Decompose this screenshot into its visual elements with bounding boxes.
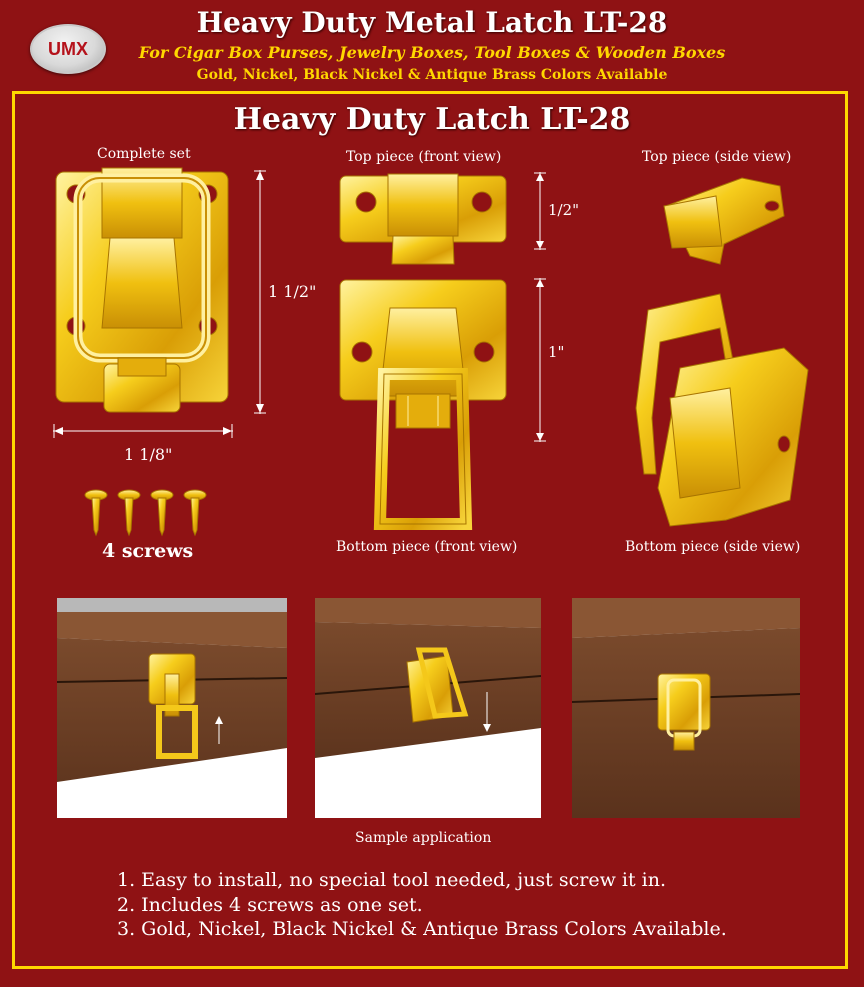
umx-logo: UMX [30,24,106,74]
top-front-caption: Top piece (front view) [346,149,502,165]
page-title: Heavy Duty Metal Latch LT-28 [196,6,668,39]
screws-label: 4 screws [102,540,194,562]
content-frame [12,91,848,969]
width-label: 1 1/8" [124,445,173,464]
bottom-piece-side-image [635,293,809,527]
top-piece-front-image [339,173,507,265]
open-instruction-line1: To open: [202,772,274,791]
feature-item-2: 2. Includes 4 screws as one set. [117,894,423,916]
sample-photo-close: To close: pull down [315,598,541,818]
bottom-piece-front-image [339,279,507,530]
screws-image [84,489,207,537]
top-piece-side-image [663,177,785,265]
close-instruction-line2: pull down [451,792,531,811]
height-label: 1 1/2" [268,282,317,301]
sample-photo-open: To open: push up [57,598,287,818]
top-height-dimension-line [534,172,546,250]
bottom-side-caption: Bottom piece (side view) [625,539,801,555]
feature-item-1: 1. Easy to install, no special tool need… [117,869,666,891]
complete-set-caption: Complete set [97,146,191,162]
open-instruction: To open: push up [203,772,274,812]
height-dimension-line [254,170,266,414]
logo-text: UMX [48,38,88,59]
bottom-height-label: 1" [548,343,565,361]
width-dimension-line [53,424,233,438]
close-instruction-line1: To close: [457,772,531,791]
colors-available-line: Gold, Nickel, Black Nickel & Antique Bra… [196,67,668,83]
top-side-caption: Top piece (side view) [642,149,792,165]
bottom-front-caption: Bottom piece (front view) [336,539,518,555]
sample-caption: Sample application [355,830,492,846]
section-title: Heavy Duty Latch LT-28 [233,102,631,137]
page-subtitle: For Cigar Box Purses, Jewelry Boxes, Too… [138,43,726,62]
top-height-label: 1/2" [548,201,580,219]
bottom-height-dimension-line [534,278,546,442]
close-instruction: To close: pull down [452,772,531,812]
open-instruction-line2: push up [206,792,273,811]
sample-photo-closed [572,598,800,818]
complete-set-latch-image [55,167,229,413]
feature-item-3: 3. Gold, Nickel, Black Nickel & Antique … [117,918,727,940]
